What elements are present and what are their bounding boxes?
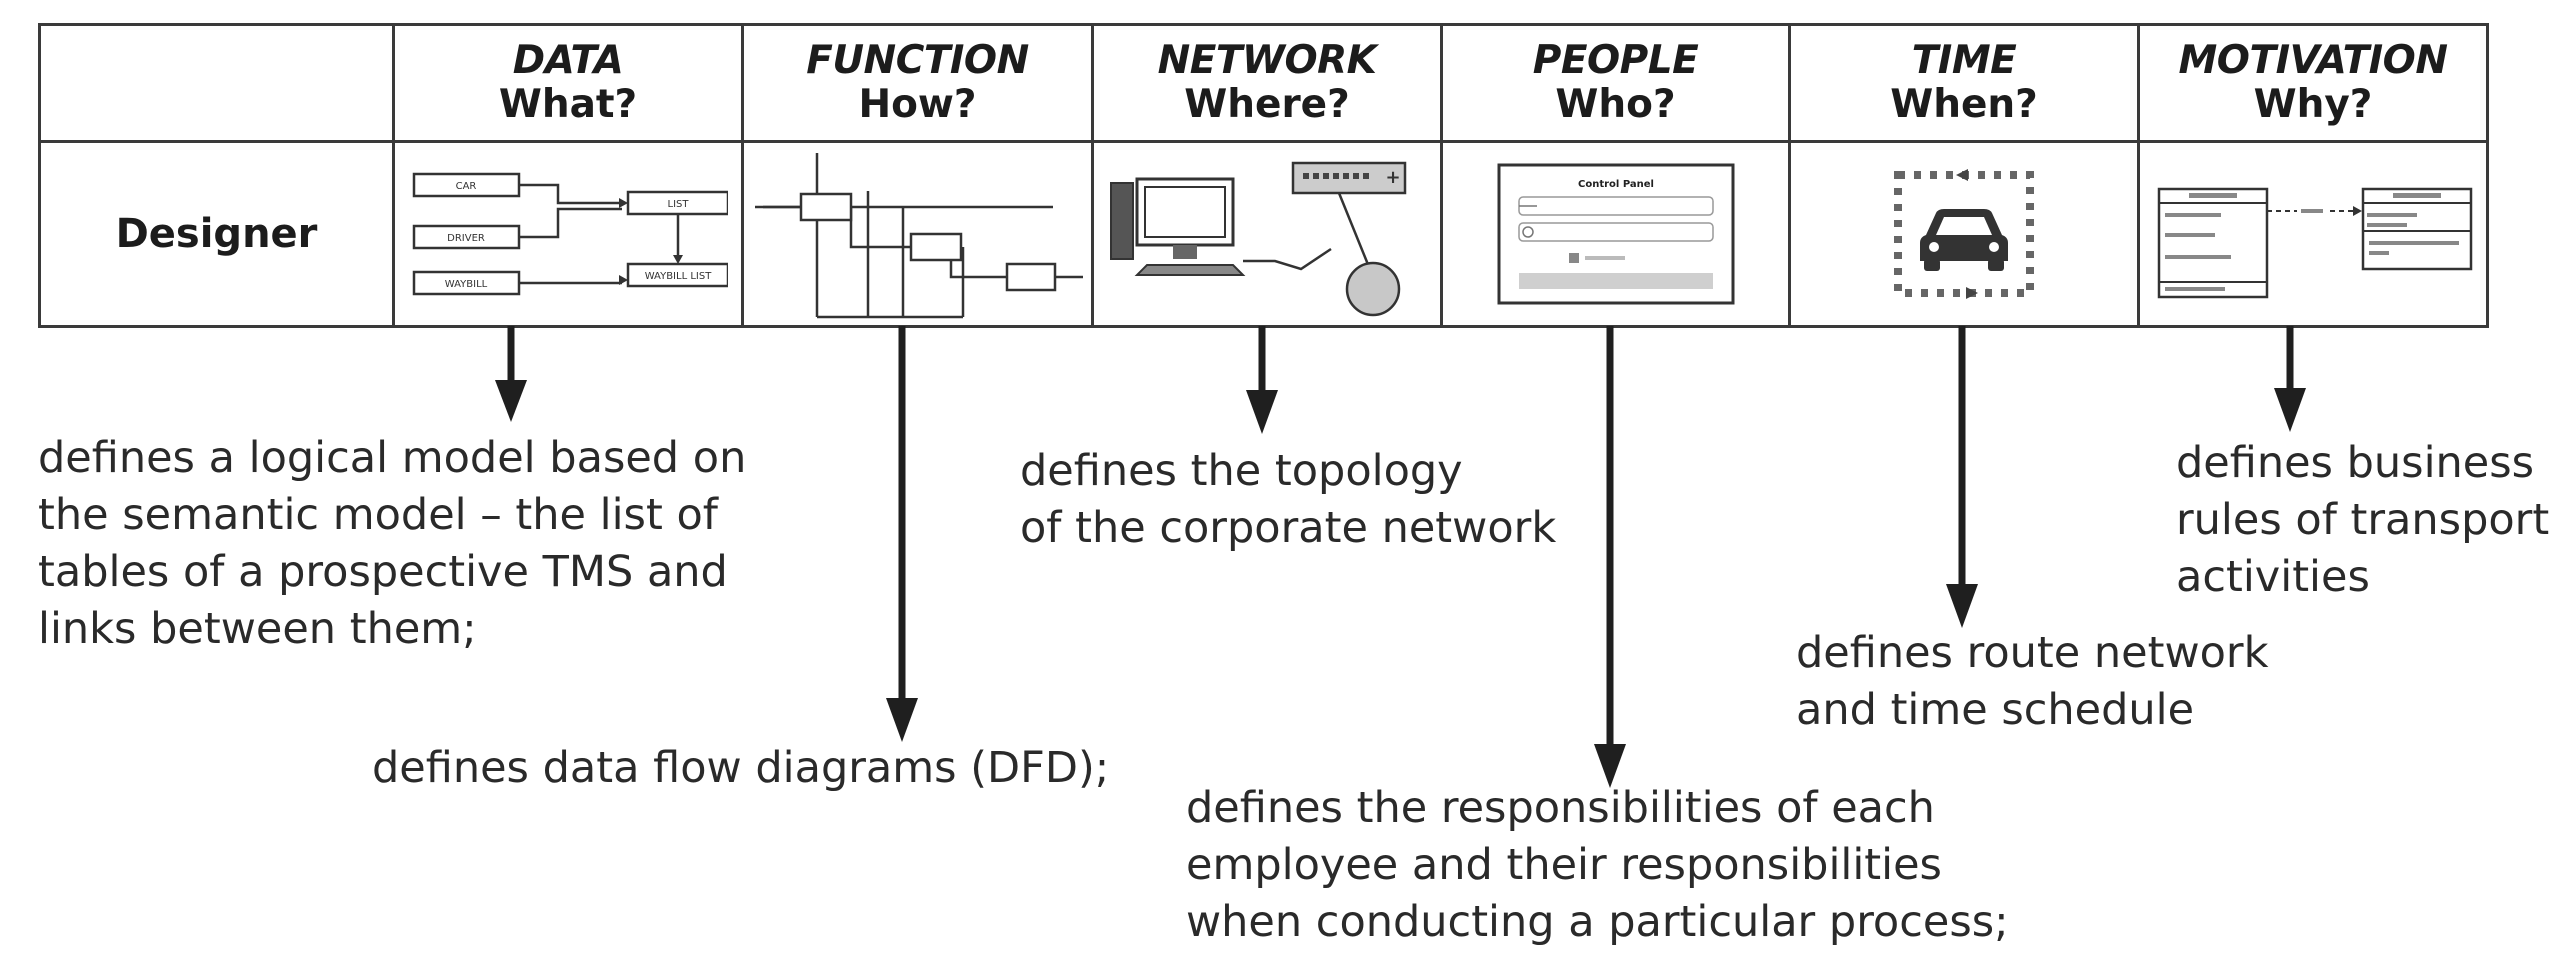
cell-time <box>1788 140 2140 328</box>
designer-row: Designer <box>38 140 2489 328</box>
header-row: DATA What? FUNCTION How? NETWORK Where? … <box>38 23 2489 143</box>
arrowhead-data <box>495 380 527 422</box>
cell-data: CAR DRIVER WAYBILL LIST WAYBILL LIST <box>392 140 744 328</box>
column-name: TIME <box>1911 38 2017 83</box>
column-question: Why? <box>2253 82 2373 127</box>
column-question: Who? <box>1555 82 1676 127</box>
column-question: Where? <box>1184 82 1350 127</box>
column-header-function: FUNCTION How? <box>741 23 1094 143</box>
column-name: DATA <box>512 38 624 83</box>
arrowhead-people <box>1594 744 1626 788</box>
description-function: defines data flow diagrams (DFD); <box>372 743 1110 793</box>
arrowhead-motivation <box>2274 388 2306 432</box>
svg-text:Control Panel: Control Panel <box>1578 179 1654 190</box>
row-label-cell: Designer <box>38 140 395 328</box>
column-name: PEOPLE <box>1532 38 1699 83</box>
svg-text:CAR: CAR <box>456 181 477 192</box>
arrowhead-function <box>886 698 918 742</box>
column-name: FUNCTION <box>806 38 1029 83</box>
svg-text:WAYBILL LIST: WAYBILL LIST <box>645 271 713 282</box>
description-people: defines the responsibilities of each emp… <box>1186 783 2009 947</box>
zachman-framework-table: DATA What? FUNCTION How? NETWORK Where? … <box>38 23 2489 328</box>
svg-text:LIST: LIST <box>668 199 690 210</box>
cell-people: Control Panel <box>1440 140 1791 328</box>
cell-function <box>741 140 1094 328</box>
description-data: defines a logical model based on the sem… <box>38 433 747 654</box>
column-header-motivation: MOTIVATION Why? <box>2137 23 2489 143</box>
column-question: What? <box>498 82 638 127</box>
control-panel-thumbnail: Control Panel <box>1497 163 1734 305</box>
cell-network: + <box>1091 140 1443 328</box>
svg-text:DRIVER: DRIVER <box>447 233 485 244</box>
cell-motivation <box>2137 140 2489 328</box>
business-rules-thumbnail <box>2157 187 2473 299</box>
dataflow-thumbnail <box>754 153 1083 319</box>
svg-text:+: + <box>1385 167 1400 188</box>
corner-cell <box>38 23 395 143</box>
arrowhead-network <box>1246 390 1278 434</box>
column-question: How? <box>858 82 977 127</box>
column-name: NETWORK <box>1157 38 1377 83</box>
data-model-thumbnail: CAR DRIVER WAYBILL LIST WAYBILL LIST <box>412 172 728 296</box>
network-thumbnail: + <box>1110 161 1407 317</box>
column-header-time: TIME When? <box>1788 23 2140 143</box>
column-header-network: NETWORK Where? <box>1091 23 1443 143</box>
column-header-data: DATA What? <box>392 23 744 143</box>
row-label: Designer <box>115 211 318 257</box>
arrowhead-time <box>1946 584 1978 628</box>
car-route-thumbnail <box>1894 169 2034 299</box>
column-name: MOTIVATION <box>2178 38 2448 83</box>
column-question: When? <box>1890 82 2038 127</box>
description-time: defines route network and time schedule <box>1796 628 2269 735</box>
description-network: defines the topology of the corporate ne… <box>1020 446 1557 553</box>
column-header-people: PEOPLE Who? <box>1440 23 1791 143</box>
svg-text:WAYBILL: WAYBILL <box>445 279 488 290</box>
description-motivation: defines business rules of transport acti… <box>2176 438 2550 602</box>
